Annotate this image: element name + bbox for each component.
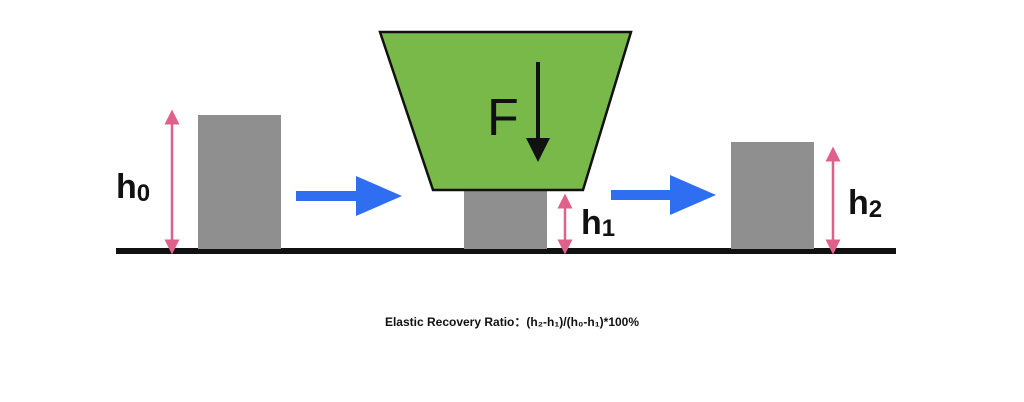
h2-label: h2 — [848, 184, 882, 223]
force-label: F — [487, 89, 519, 147]
recovered-specimen-block — [731, 142, 814, 249]
indenter-trapezoid — [378, 30, 633, 192]
ground-line — [116, 248, 896, 254]
h0-label: h0 — [116, 168, 150, 207]
original-specimen-block — [198, 115, 281, 249]
compressed-specimen-block — [464, 189, 547, 249]
process-arrow-2 — [611, 175, 716, 215]
elastic-recovery-formula: Elastic Recovery Ratio：(h₂-h₁)/(h₀-h₁)*1… — [384, 315, 640, 329]
h1-label: h1 — [581, 204, 615, 242]
force-arrow — [526, 62, 550, 162]
process-arrow-1 — [296, 176, 402, 216]
